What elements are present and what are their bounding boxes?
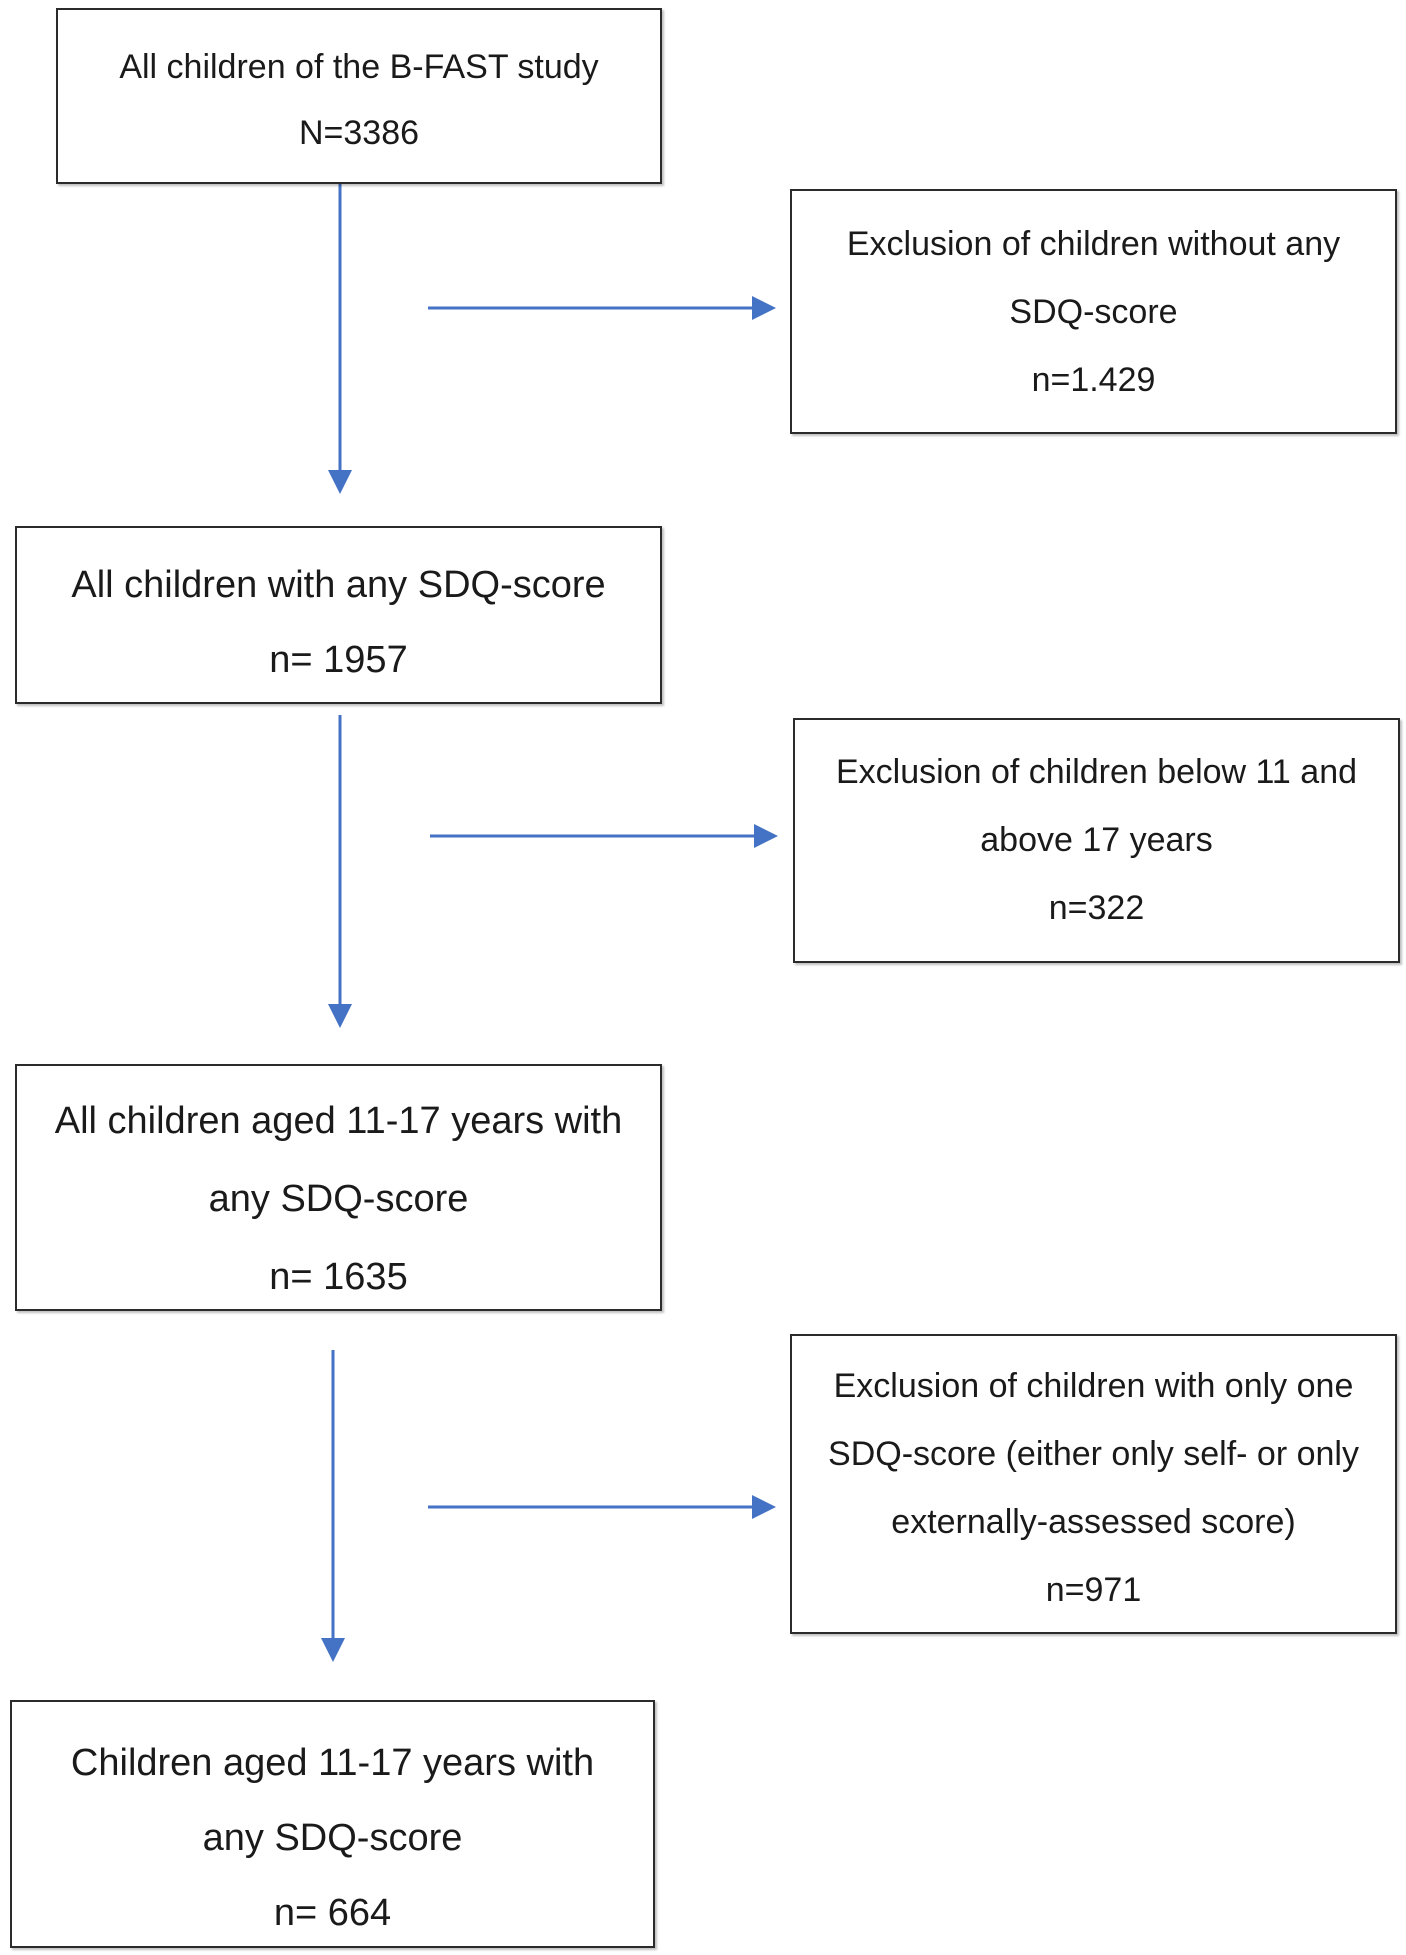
node-any-sdq-count: n= 1957: [269, 639, 408, 681]
node-any-sdq: All children with any SDQ-score n= 1957: [15, 526, 662, 704]
node-aged-11-17-title: All children aged 11-17 years with: [54, 1100, 623, 1142]
node-exclusion-one-score-count: n=971: [1045, 1571, 1142, 1609]
node-exclusion-age-line-2: above 17 years: [980, 821, 1213, 859]
node-aged-11-17-count: n= 1635: [269, 1256, 408, 1298]
node-any-sdq-title: All children with any SDQ-score: [71, 564, 606, 606]
node-final-count: n= 664: [273, 1892, 392, 1934]
node-all-children-count: N=3386: [298, 114, 420, 152]
node-final-subtitle: any SDQ-score: [202, 1817, 463, 1859]
arrowhead-to-exclusion-no-sdq: [752, 296, 776, 320]
node-exclusion-one-score-line-3: externally-assessed score): [891, 1503, 1296, 1541]
node-final: Children aged 11-17 years with any SDQ-s…: [10, 1700, 655, 1948]
node-exclusion-no-sdq: Exclusion of children without any SDQ-sc…: [790, 189, 1397, 434]
node-aged-11-17-subtitle: any SDQ-score: [208, 1178, 469, 1220]
arrowhead-aged-to-final: [321, 1638, 345, 1662]
arrowhead-to-exclusion-one-score: [752, 1495, 776, 1519]
arrowhead-to-exclusion-age: [754, 824, 778, 848]
node-final-title: Children aged 11-17 years with: [70, 1742, 595, 1784]
arrowhead-all-to-any-sdq: [328, 470, 352, 494]
node-exclusion-one-score: Exclusion of children with only one SDQ-…: [790, 1334, 1397, 1634]
node-exclusion-no-sdq-line-2: SDQ-score: [1009, 293, 1178, 331]
node-exclusion-no-sdq-count: n=1.429: [1031, 361, 1156, 399]
node-exclusion-no-sdq-line-1: Exclusion of children without any: [846, 225, 1341, 263]
node-exclusion-one-score-line-2: SDQ-score (either only self- or only: [828, 1435, 1359, 1473]
node-aged-11-17-any: All children aged 11-17 years with any S…: [15, 1064, 662, 1311]
node-all-children: All children of the B-FAST study N=3386: [56, 8, 662, 184]
node-exclusion-age: Exclusion of children below 11 and above…: [793, 718, 1400, 963]
node-exclusion-one-score-line-1: Exclusion of children with only one: [833, 1367, 1354, 1405]
node-exclusion-age-line-1: Exclusion of children below 11 and: [835, 753, 1358, 791]
node-exclusion-age-count: n=322: [1048, 889, 1145, 927]
node-all-children-title: All children of the B-FAST study: [119, 48, 599, 86]
arrowhead-any-sdq-to-aged: [328, 1004, 352, 1028]
